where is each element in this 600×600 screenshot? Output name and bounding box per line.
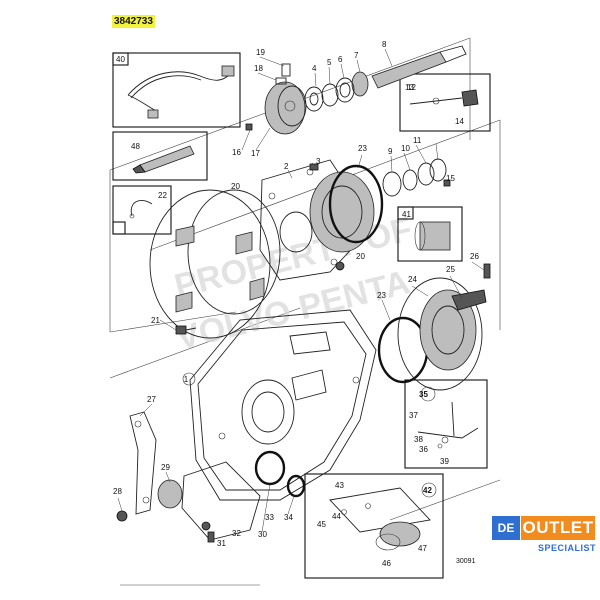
drive-shaft-assembly (304, 45, 467, 112)
leader-lines (117, 48, 485, 533)
callout-label: 33 (265, 513, 274, 522)
callout-label: 19 (256, 48, 265, 57)
callout-label: 39 (440, 457, 449, 466)
main-housing (189, 309, 377, 501)
callout-label: 48 (131, 142, 140, 151)
callout-label: 34 (284, 513, 293, 522)
callout-label: 17 (251, 149, 260, 158)
callout-label: 25 (446, 265, 455, 274)
callout-label: 30 (258, 530, 267, 539)
callout-label: 5 (327, 58, 332, 67)
callout-label: 14 (455, 117, 464, 126)
callout-label: 44 (332, 512, 341, 521)
callout-label: 40 (116, 55, 125, 64)
callout-label: 23 (377, 291, 386, 300)
logo-word: OUTLET (521, 516, 595, 540)
callout-label: 21 (151, 316, 160, 325)
callout-label: 13 (405, 83, 414, 92)
callout-label: 46 (382, 559, 391, 568)
inset-box-clip (112, 185, 172, 235)
coupling-flange (245, 63, 307, 135)
callout-label: 6 (338, 55, 343, 64)
callout-labels: 1 2 3 4 5 6 7 8 9 10 11 12 13 14 15 16 1… (113, 40, 479, 568)
callout-label: 3 (316, 157, 321, 166)
callout-label: 10 (401, 144, 410, 153)
callout-label: 42 (423, 486, 432, 495)
callout-label: 26 (470, 252, 479, 261)
callout-label: 8 (382, 40, 387, 49)
callout-label: 28 (113, 487, 122, 496)
callout-label: 45 (317, 520, 326, 529)
part-number-badge: 3842733 (112, 15, 155, 28)
callout-label: 43 (335, 481, 344, 490)
callout-label: 29 (161, 463, 170, 472)
end-cover (397, 263, 491, 391)
callout-label: 20 (356, 252, 365, 261)
inset-box-42 (304, 473, 444, 579)
callout-label: 1 (184, 375, 189, 384)
callout-label: 32 (232, 529, 241, 538)
shroud (149, 189, 281, 339)
callout-label: 35 (419, 390, 428, 399)
inset-box-harness (112, 52, 241, 128)
callout-label: 47 (418, 544, 427, 553)
callout-label: 11 (413, 136, 422, 145)
bolts (175, 163, 451, 335)
callout-label: 36 (419, 445, 428, 454)
callout-label: 41 (402, 210, 411, 219)
callout-label: 12 (407, 83, 416, 92)
callout-label: 22 (158, 191, 167, 200)
logo-subtitle: SPECIALIST (537, 543, 596, 553)
callout-label: 16 (232, 148, 241, 157)
callout-label: 27 (147, 395, 156, 404)
callout-label: 20 (231, 182, 240, 191)
callout-label: 37 (409, 411, 418, 420)
callout-label: 2 (284, 162, 289, 171)
inset-box-sealant (112, 131, 208, 181)
inset-box-sensor (399, 73, 491, 132)
callout-label: 15 (446, 174, 455, 183)
drawing-number: 30091 (456, 558, 476, 565)
inset-box-35 (404, 379, 488, 469)
callout-label: 31 (217, 539, 226, 548)
mounting-parts (116, 411, 261, 543)
callout-label: 4 (312, 64, 317, 73)
outlet-logo[interactable]: DE OUTLET SPECIALIST (492, 516, 596, 558)
inset-box-sleeve (397, 206, 463, 262)
callout-label: 38 (414, 435, 423, 444)
callout-label: 18 (254, 64, 263, 73)
logo-prefix: DE (492, 516, 520, 540)
callout-label: 7 (354, 51, 359, 60)
callout-label: 23 (358, 144, 367, 153)
callout-label: 9 (388, 147, 393, 156)
callout-label: 24 (408, 275, 417, 284)
